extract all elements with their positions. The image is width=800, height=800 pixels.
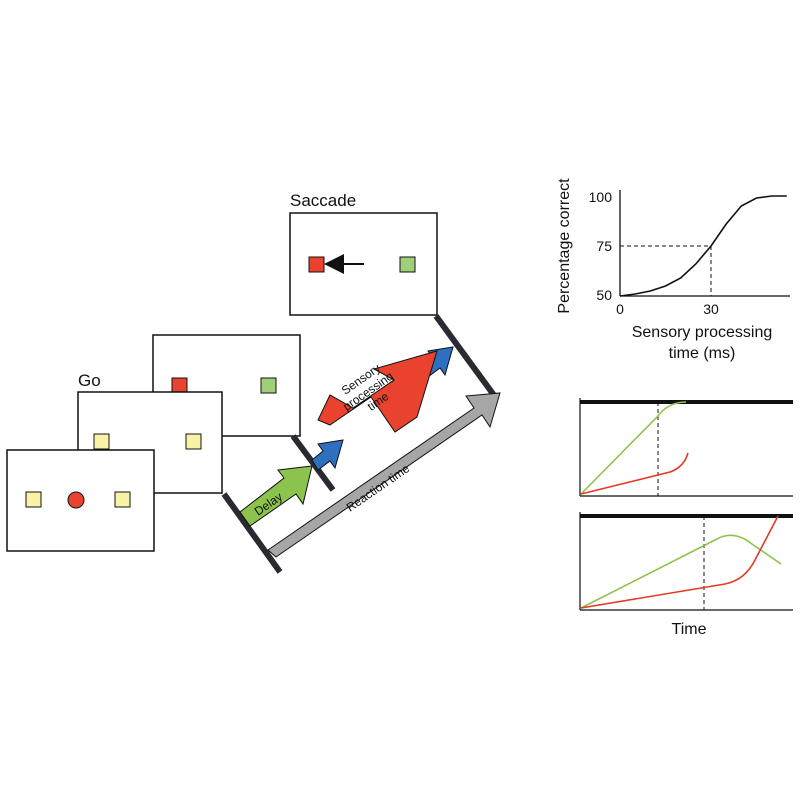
bar-go-to-bracket	[221, 492, 283, 574]
bar-target-onset	[290, 434, 336, 492]
go-label: Go	[78, 371, 101, 390]
saccade-red-square	[308, 256, 325, 273]
arrow-blue-lower	[311, 439, 344, 471]
panel-top-green-curve	[580, 401, 687, 495]
reaction-time-label: Reaction time	[344, 461, 413, 514]
accumulation-panel-bottom: Time	[579, 512, 793, 638]
fixation-red-dot	[67, 491, 85, 509]
arrow-reaction-time	[267, 392, 501, 558]
psych-x-axis-label-line1: Sensory processing	[632, 324, 773, 341]
saccade-label: Saccade	[290, 191, 356, 210]
go-yellow-square-left	[93, 433, 110, 450]
psychometric-chart: 100 75 50 0 30 Percentage correct Sensor…	[556, 178, 790, 362]
psych-y-axis-label: Percentage correct	[556, 178, 573, 314]
panel-bottom-green-curve	[580, 534, 782, 609]
time-axis-label: Time	[672, 621, 707, 638]
target-green-square	[260, 377, 277, 394]
target-red-square	[171, 377, 188, 394]
arrow-delay	[239, 465, 313, 527]
panel-bottom-red-curve	[580, 515, 779, 609]
panel-top-red-curve	[580, 452, 689, 495]
saccade-green-square	[399, 256, 416, 273]
psych-ytick-50: 50	[596, 287, 612, 303]
go-yellow-square-right	[185, 433, 202, 450]
psych-xtick-30: 30	[703, 301, 719, 317]
psych-curve-series	[619, 195, 787, 297]
accumulation-panel-top	[579, 398, 793, 497]
fixation-yellow-square-right	[114, 491, 131, 508]
bar-saccade-onset	[433, 314, 499, 400]
psych-ytick-100: 100	[589, 189, 613, 205]
arrow-sensory-processing	[317, 350, 438, 433]
fixation-yellow-square-left	[25, 491, 42, 508]
psych-xtick-0: 0	[616, 301, 624, 317]
psych-x-axis-label-line2: time (ms)	[669, 345, 736, 362]
psych-ytick-75: 75	[596, 238, 612, 254]
